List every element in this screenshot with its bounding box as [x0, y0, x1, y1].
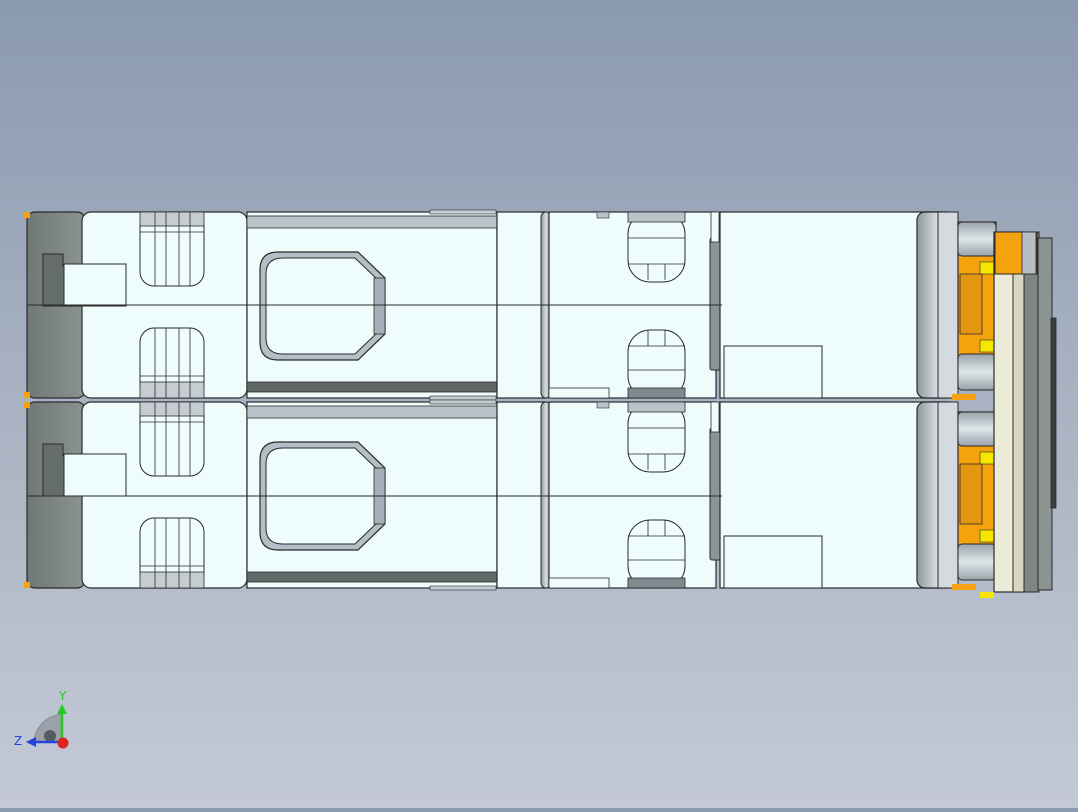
y-axis-arrowhead — [57, 704, 67, 714]
y-axis-label: Y — [58, 689, 67, 703]
breaker-pole-bottom[interactable] — [23, 399, 997, 591]
triad-hub — [44, 730, 56, 742]
z-axis-arrowhead — [26, 737, 36, 747]
terminal-side-plates[interactable] — [980, 231, 1057, 598]
z-axis-label: Z — [14, 734, 22, 748]
x-axis-point — [57, 737, 69, 749]
axis-triad[interactable]: Y Z — [14, 689, 69, 749]
